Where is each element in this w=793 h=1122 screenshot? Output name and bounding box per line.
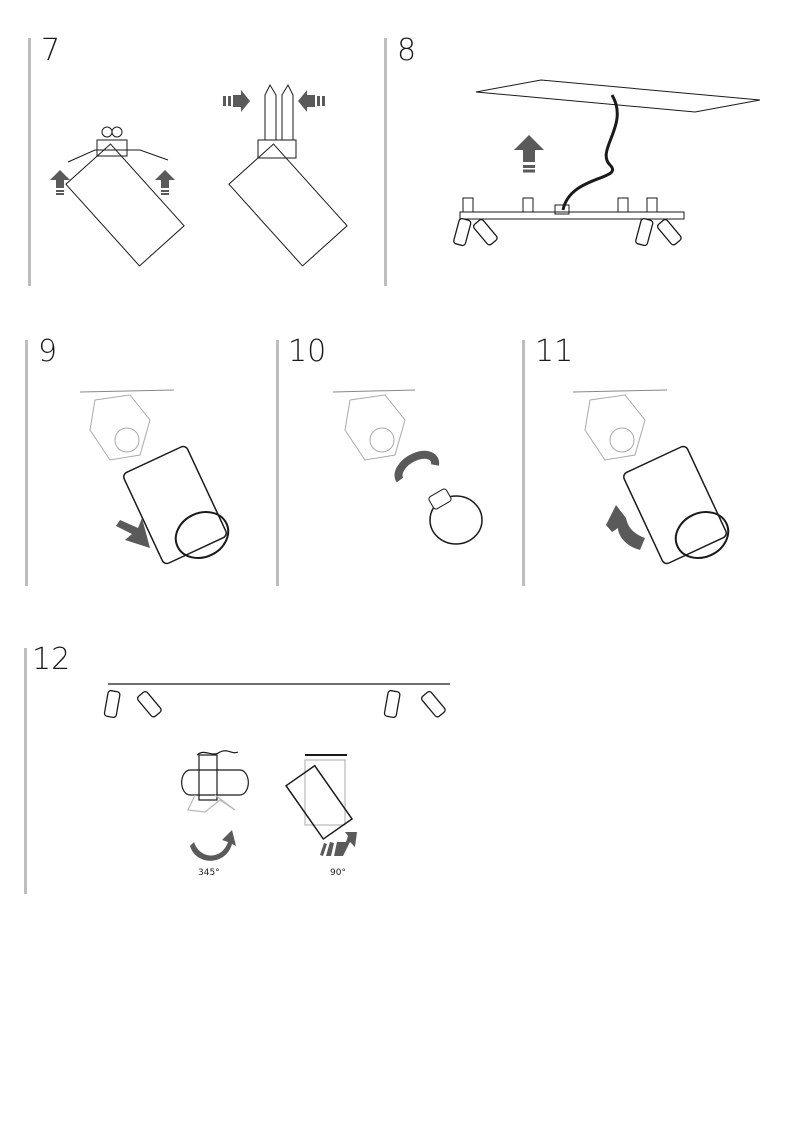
step10-illustration — [332, 389, 483, 545]
step7-illustration — [65, 83, 348, 267]
rotation-345-label: 345° — [198, 868, 220, 878]
rotate-90-arrow-icon — [320, 832, 357, 856]
up-arrow-icon — [50, 170, 70, 195]
step9-divider — [25, 340, 28, 586]
step9-number: 9 — [38, 334, 58, 369]
rotate-345-arrow-icon — [190, 830, 236, 861]
spotlight — [103, 689, 121, 719]
step8-divider — [384, 38, 387, 286]
up-arrow-icon — [514, 135, 544, 173]
step8-number: 8 — [397, 33, 417, 68]
step12-divider — [24, 648, 27, 894]
step10-number: 10 — [288, 334, 327, 369]
spotlight — [383, 689, 401, 719]
spotlight — [419, 689, 447, 719]
step12-illustration — [108, 683, 450, 841]
spotlight — [655, 217, 683, 247]
step10-divider — [276, 340, 279, 586]
step7-divider — [28, 38, 31, 286]
spotlight — [452, 217, 473, 247]
step9-illustration — [79, 389, 230, 565]
step11-divider — [522, 340, 525, 586]
spotlight — [634, 217, 655, 247]
step8-illustration — [459, 79, 761, 220]
step11-illustration — [572, 389, 730, 565]
up-arrow-icon — [155, 170, 175, 195]
rotation-90-label: 90° — [330, 868, 346, 878]
push-arrow-icon — [223, 90, 325, 112]
step7-number: 7 — [41, 33, 61, 68]
spotlight — [471, 217, 499, 247]
step12-number: 12 — [32, 642, 71, 677]
spotlight — [135, 689, 163, 719]
step11-number: 11 — [535, 334, 574, 369]
